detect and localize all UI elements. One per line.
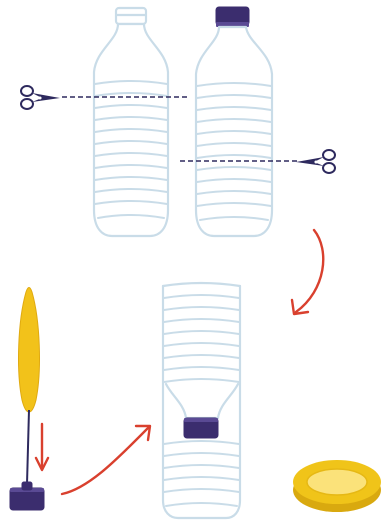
tape-roll-icon	[293, 460, 381, 512]
right-bottle	[194, 6, 274, 238]
left-bottle	[92, 6, 170, 238]
scissors-icon-right	[296, 149, 336, 174]
planter-ribs	[163, 294, 240, 507]
arrow-icon-step3	[60, 424, 152, 496]
right-bottle-ribs	[196, 82, 272, 221]
arrow-icon-step2	[290, 228, 325, 316]
scissors-icon	[20, 85, 60, 110]
loose-cap	[9, 481, 45, 511]
stem	[26, 409, 30, 485]
leaf	[18, 287, 40, 413]
assembled-planter	[161, 281, 242, 520]
seedling-icon	[18, 287, 40, 485]
left-bottle-ribs	[94, 80, 168, 219]
arrow-icon-down	[34, 422, 50, 472]
